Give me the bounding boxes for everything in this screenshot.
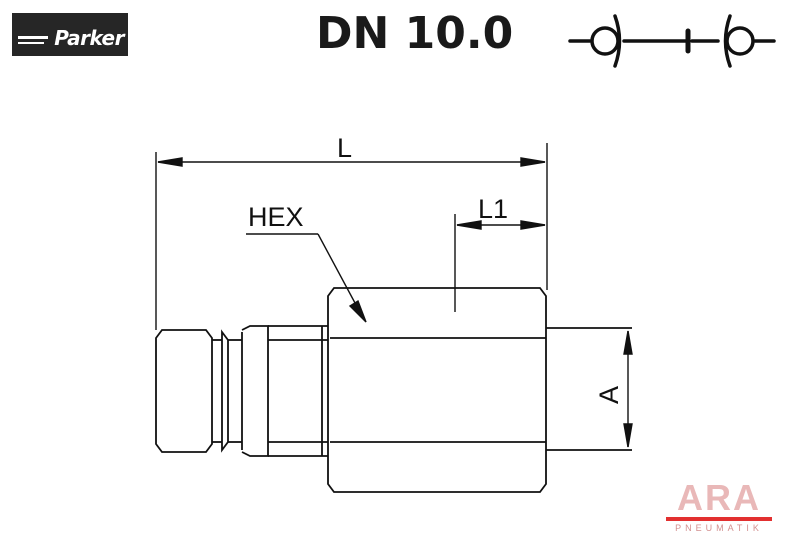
watermark-brand: ARA [677,477,761,518]
nipple-collar [241,325,269,457]
logo-text: Parker [54,25,124,50]
hex-body [327,287,547,493]
logo-stripe [18,42,44,44]
dimension-label-l1: L1 [478,194,508,224]
watermark-subtitle: PNEUMATIK [675,523,763,533]
dimension-label-a: A [594,386,624,404]
nipple-tip [155,329,213,453]
hex-label: HEX [248,202,304,232]
quick-coupling-symbol-icon [568,14,776,68]
dimension-label-l: L [337,133,352,163]
logo-stripe [18,36,48,39]
nipple-groove [221,329,229,453]
parker-logo: Parker [12,13,128,56]
watermark-bar [666,517,772,521]
ara-pneumatik-watermark: ARA PNEUMATIK [664,480,774,533]
page-title: DN 10.0 [316,8,514,59]
